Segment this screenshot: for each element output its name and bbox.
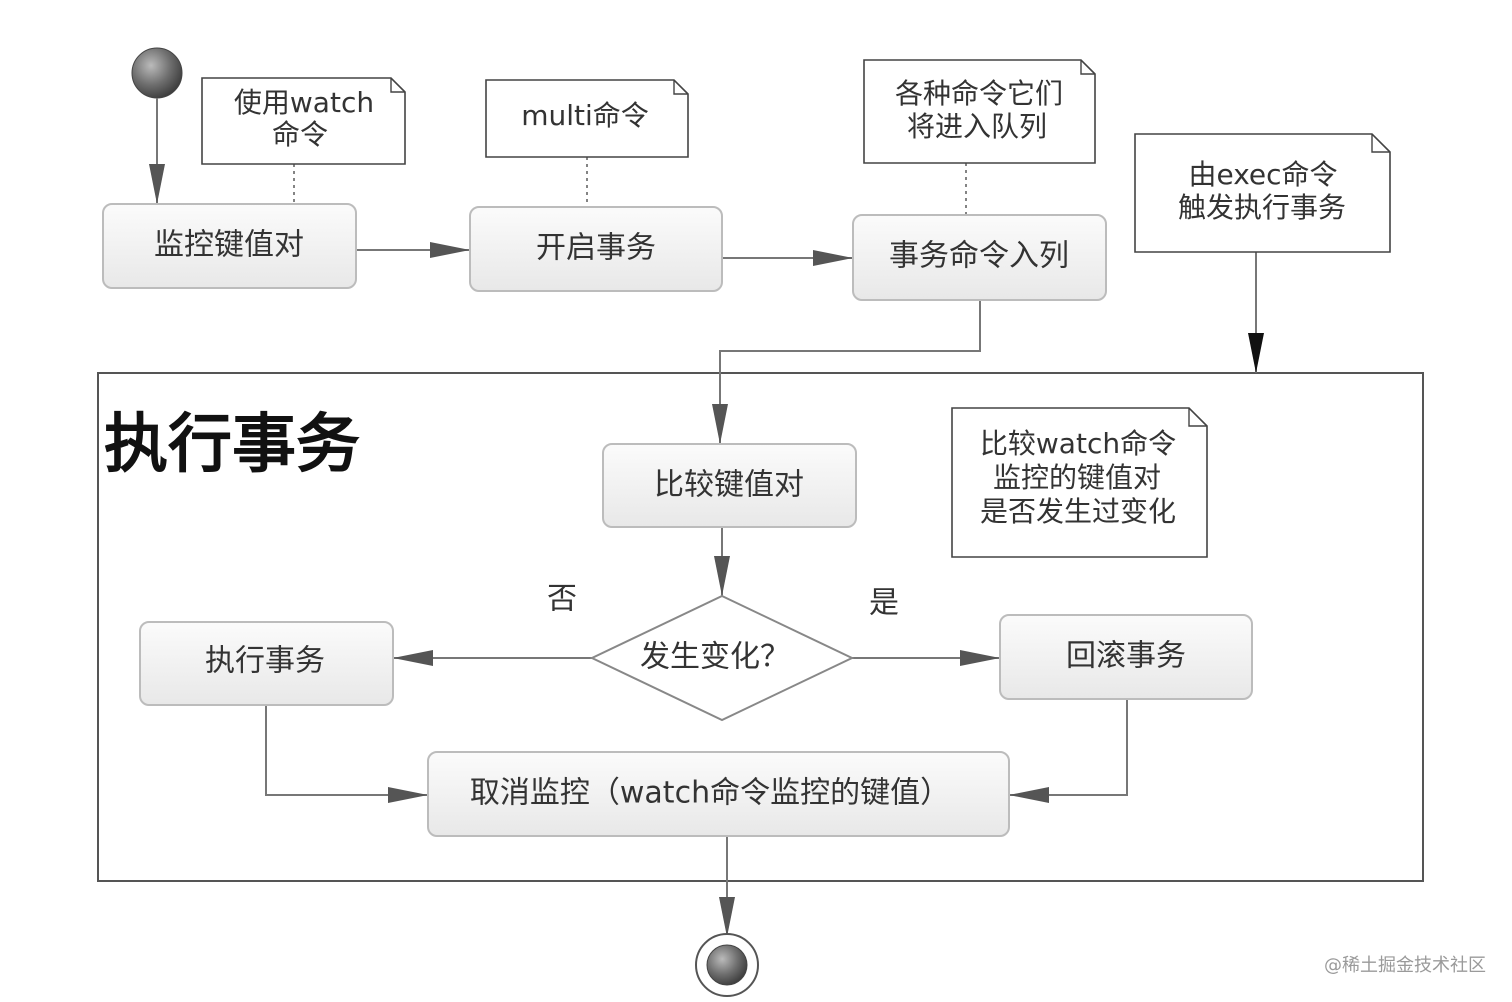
note-compare: 比较watch命令 监控的键值对 是否发生过变化 [951,407,1208,558]
activity-compare-kv-label: 比较键值对 [654,468,804,503]
activity-exec-tx: 执行事务 [139,621,394,706]
activity-start-tx: 开启事务 [469,206,723,292]
decision-label: 发生变化？ [640,640,790,675]
note-multi: multi命令 [485,79,689,158]
note-exec-line-2: 触发执行事务 [1178,191,1346,224]
note-multi-line-1: multi命令 [521,99,649,132]
note-compare-line-1: 比较watch命令 [980,427,1176,460]
note-anchors [293,157,967,215]
note-watch-line-1: 使用watch [234,86,374,119]
activity-monitor-kv-label: 监控键值对 [154,228,304,263]
edges [149,98,1264,937]
note-exec-line-1: 由exec命令 [1188,158,1337,191]
watermark: @稀土掘金技术社区 [1324,955,1486,976]
frame-title: 执行事务 [104,408,360,482]
activity-compare-kv: 比较键值对 [602,443,857,528]
note-exec: 由exec命令 触发执行事务 [1134,133,1391,253]
edge-rollback-to-unwatch [1009,699,1128,803]
edge-enqueue-to-compare [712,300,981,444]
activity-enqueue: 事务命令入列 [852,214,1107,301]
activity-rollback: 回滚事务 [999,614,1253,700]
note-queue: 各种命令它们 将进入队列 [863,59,1096,164]
branch-yes-label: 是 [869,586,899,621]
note-watch-line-2: 命令 [272,118,328,151]
edge-exec-to-unwatch [265,705,428,803]
activity-enqueue-label: 事务命令入列 [889,239,1069,274]
note-queue-line-1: 各种命令它们 [895,77,1063,110]
start-node [131,47,183,99]
activity-exec-tx-label: 执行事务 [205,644,325,679]
decision-changed: 发生变化？ [589,594,855,722]
activity-rollback-label: 回滚事务 [1066,639,1186,674]
activity-unwatch: 取消监控（watch命令监控的键值） [427,751,1010,837]
activity-unwatch-label: 取消监控（watch命令监控的键值） [470,776,950,811]
branch-no-label: 否 [547,582,577,617]
end-node [695,933,759,997]
note-watch: 使用watch 命令 [201,77,406,165]
activity-monitor-kv: 监控键值对 [102,203,357,289]
note-queue-line-2: 将进入队列 [907,110,1047,143]
note-compare-line-3: 是否发生过变化 [980,495,1176,528]
note-compare-line-2: 监控的键值对 [993,461,1161,494]
activity-start-tx-label: 开启事务 [536,231,656,266]
